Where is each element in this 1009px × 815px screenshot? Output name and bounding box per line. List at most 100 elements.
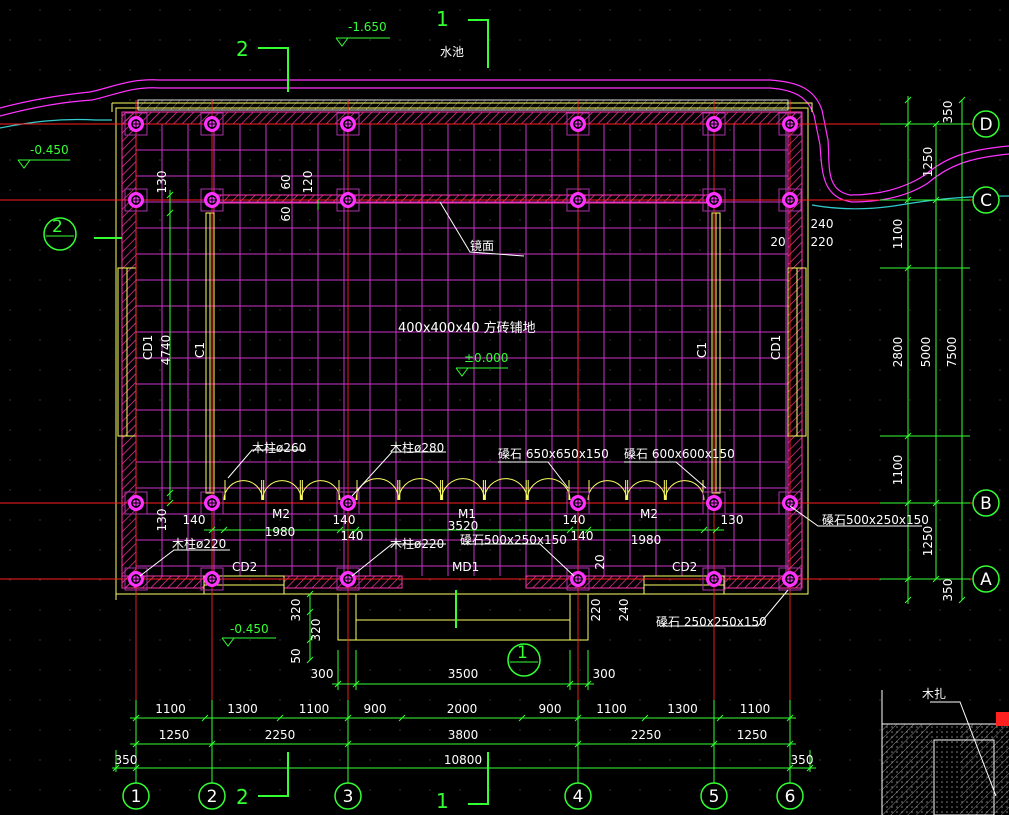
dim-text: 240 [617,599,631,622]
axis-number-3: 3 [343,787,354,807]
dim-text: 1100 [155,702,186,716]
dim-text: 140 [333,513,356,527]
column-5 [200,188,224,212]
door-md1: MD1 [452,560,479,574]
section-2-bottom: 2 [236,785,249,809]
dim-text: 120 [301,171,315,194]
dim-text: 350 [941,101,955,124]
column-15 [566,567,590,591]
column-7 [200,567,224,591]
axis-letter-C: C [980,191,992,211]
axis-number-1: 1 [131,787,142,807]
dim-text: 20 [593,554,607,569]
column-6 [200,491,224,515]
dim-text: 10800 [444,753,482,767]
dim-text: 3520 [448,519,479,533]
dim-text: 1250 [159,728,190,742]
leader-lines [139,201,997,797]
section-1-mid: 1 [517,643,528,663]
top-railing [137,99,789,111]
dim-text: 130 [721,513,744,527]
dim-text: 60 [279,206,293,221]
section-1-top: 1 [436,7,449,31]
dim-text: 220 [811,235,834,249]
axis-bubble-B: B [972,489,1000,517]
wood-column-260: 木柱ø260 [252,440,306,455]
axis-letter-B: B [980,494,992,514]
dim-text: 900 [364,702,387,716]
dim-text: 130 [155,171,169,194]
wood-column-220-mid: 木柱ø220 [390,536,444,551]
dim-text: 1250 [921,147,935,178]
column-22 [778,491,802,515]
column-21 [778,188,802,212]
dim-text: 3500 [448,667,479,681]
column-8 [336,112,360,136]
section-2-top: 2 [236,37,249,61]
column-1 [124,188,148,212]
axis-bubble-3: 3 [334,782,362,810]
column-13 [566,188,590,212]
column-23 [778,567,802,591]
stone-500-right: 磉石500x250x150 [822,513,929,527]
door-swings [223,478,705,501]
dim-text: 1100 [891,219,905,250]
stone-650: 磉石 650x650x150 [498,447,609,461]
dim-text: 300 [593,667,616,681]
axis-bubble-4: 4 [564,782,592,810]
columns [124,112,802,591]
dim-text: 7500 [945,337,959,368]
elevation-bottom: -0.450 [230,622,269,636]
axis-number-5: 5 [709,787,720,807]
stone-600: 磉石 600x600x150 [624,447,735,461]
column-19 [702,567,726,591]
window-c1-right: C1 [695,342,709,358]
dim-text: 350 [791,753,814,767]
mirror-label: 镜面 [470,238,494,253]
dim-text: 140 [341,529,364,543]
column-2 [124,491,148,515]
column-3 [124,567,148,591]
text-labels: 水池 -1.650 -0.450 -0.450 ±0.000 镜面 400x40… [30,7,946,813]
axis-number-6: 6 [785,787,796,807]
column-11 [336,567,360,591]
column-20 [778,112,802,136]
water-pool-label: 水池 [440,45,464,59]
dim-text: 4740 [159,335,173,366]
door-m2-left: M2 [272,507,290,521]
stone-250: 磉石 250x250x150 [656,615,767,629]
column-12 [566,112,590,136]
window-cd2-left: CD2 [232,560,257,574]
column-0 [124,112,148,136]
section-2-left: 2 [52,217,63,237]
dim-text: 1100 [891,455,905,486]
column-16 [702,112,726,136]
axis-bubble-C: C [972,186,1000,214]
floor-tile-label: 400x400x40 方砖铺地 [398,320,536,336]
dim-text: 220 [589,599,603,622]
door-m2-right: M2 [640,507,658,521]
dim-text: 2250 [631,728,662,742]
window-c1-left: C1 [193,342,207,358]
elevation-floor: ±0.000 [464,351,508,365]
dim-text: 1250 [737,728,768,742]
dim-text: 60 [279,174,293,189]
axis-bubble-D: D [972,110,1000,138]
axis-number-4: 4 [573,787,584,807]
axis-bubble-5: 5 [700,782,728,810]
dim-text: 1100 [299,702,330,716]
dim-text: 1300 [227,702,258,716]
axis-lines [0,100,975,780]
axis-bubble-A: A [972,565,1000,593]
window-cd1-left: CD1 [141,335,155,360]
column-14 [566,491,590,515]
axis-bubble-6: 6 [776,782,804,810]
column-10 [336,491,360,515]
dim-text: 1250 [921,526,935,557]
dim-text: 130 [155,509,169,532]
axis-letter-A: A [980,570,992,590]
wood-column-220-left: 木柱ø220 [172,536,226,551]
section-bubbles: 2 1 [43,217,541,677]
dim-text: 320 [309,619,323,642]
pond-outline [0,79,1009,210]
